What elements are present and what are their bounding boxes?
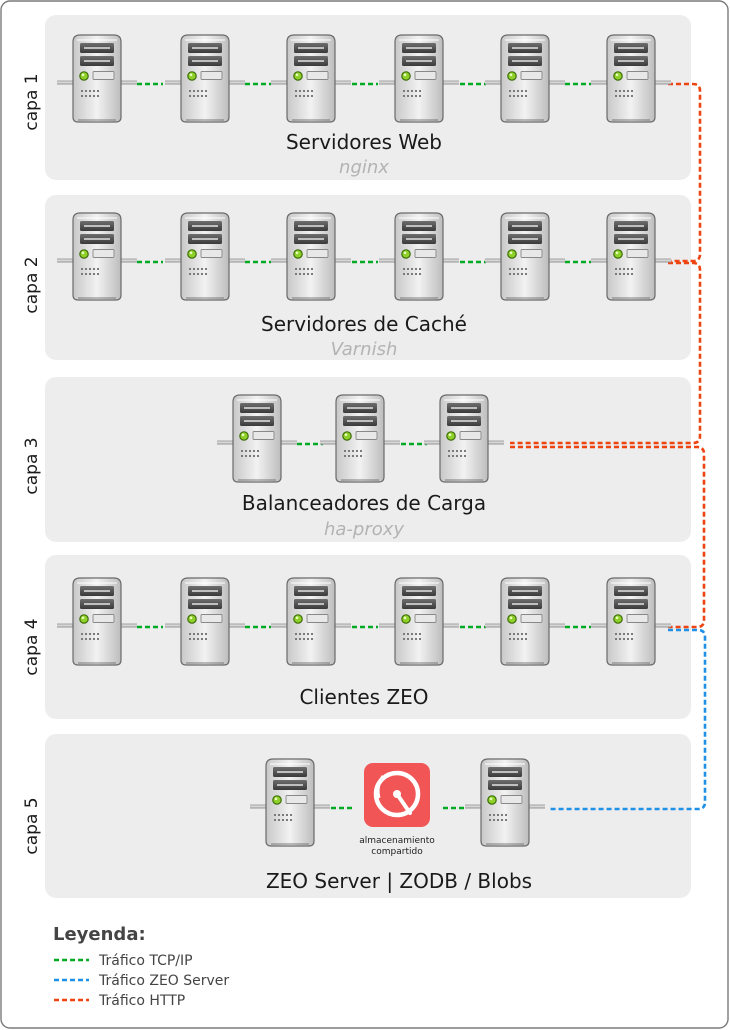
layer-1-label: capa 1 — [22, 73, 42, 130]
layer-1-title: Servidores Web — [286, 130, 442, 154]
http-link-layer1-layer2 — [668, 82, 702, 263]
layer-titles: Servidores Web nginx Servidores de Caché… — [242, 130, 532, 893]
storage-label-line1: almacenamiento — [359, 836, 435, 846]
layer-labels: capa 1 capa 2 capa 3 capa 4 capa 5 — [22, 73, 42, 854]
http-traffic-lines — [510, 82, 706, 629]
layer-2-title: Servidores de Caché — [261, 312, 467, 336]
layer-4-label: capa 4 — [22, 618, 42, 675]
layer-1-subtitle: nginx — [339, 157, 389, 178]
layer-3-title: Balanceadores de Carga — [242, 491, 486, 515]
layer-5-title: ZEO Server | ZODB / Blobs — [266, 869, 532, 893]
layer-2-subtitle: Varnish — [331, 339, 398, 360]
legend-item-http: Tráfico HTTP — [98, 993, 185, 1009]
layer-3-label: capa 3 — [22, 437, 42, 494]
tcp-links — [137, 82, 591, 810]
shared-storage-icon — [364, 763, 430, 827]
zeo-server-link — [550, 628, 707, 811]
layer-2-label: capa 2 — [22, 256, 42, 313]
layer-3-servers — [216, 394, 505, 483]
layer-1-panel — [45, 15, 691, 180]
legend-title: Leyenda: — [53, 924, 146, 945]
layer-3-subtitle: ha-proxy — [324, 519, 404, 540]
storage-label-line2: compartido — [371, 847, 423, 857]
http-link-layer3-layer4 — [510, 445, 706, 629]
http-link-layer2-layer3 — [510, 261, 702, 445]
legend-item-tcp: Tráfico TCP/IP — [98, 953, 193, 969]
legend-item-zeo: Tráfico ZEO Server — [98, 973, 229, 989]
legend: Leyenda: Tráfico TCP/IP Tráfico ZEO Serv… — [53, 924, 229, 1009]
layer-4-title: Clientes ZEO — [299, 685, 428, 709]
layer-5-label: capa 5 — [22, 797, 42, 854]
